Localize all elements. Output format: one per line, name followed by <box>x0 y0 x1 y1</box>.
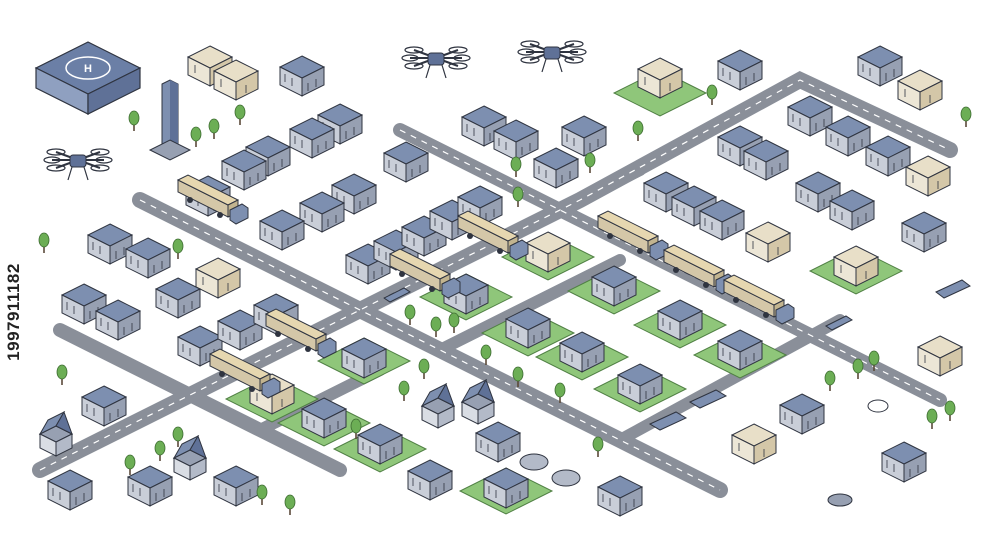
drone-icon <box>43 148 113 181</box>
stock-id-label: 1997911182 <box>4 263 23 361</box>
cars <box>383 279 971 431</box>
tower <box>148 79 192 161</box>
helipad-building: H <box>34 41 142 115</box>
drone-icon <box>401 46 471 79</box>
drone-pads <box>519 399 889 507</box>
drone-icon <box>517 40 587 73</box>
svg-text:H: H <box>84 63 92 75</box>
building-cluster-northwest <box>185 45 377 251</box>
